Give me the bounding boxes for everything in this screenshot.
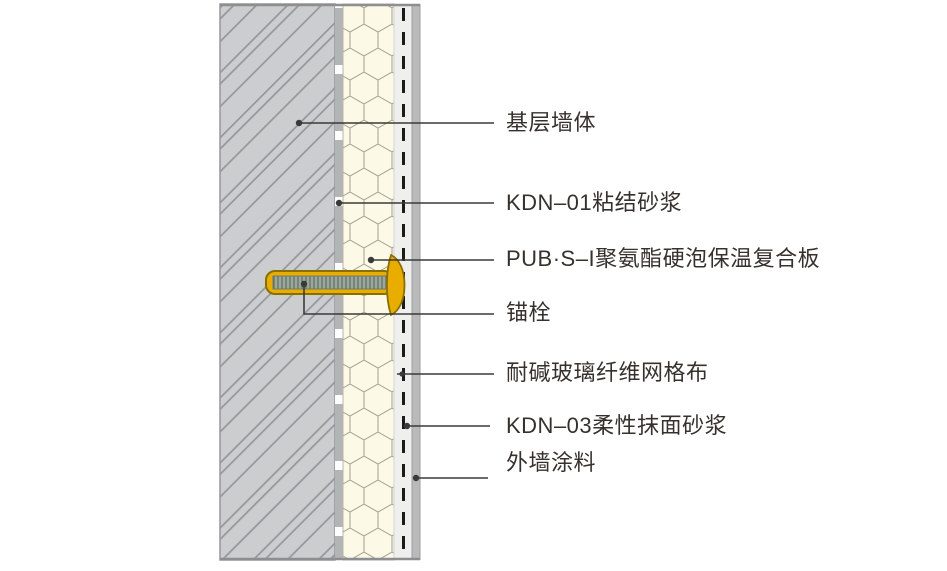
label-base-wall: 基层墙体 [506, 110, 597, 135]
leader-dot-finish-mortar [403, 422, 411, 430]
label-exterior-paint: 外墙涂料 [506, 450, 597, 475]
exterior-paint-edges [411, 4, 421, 560]
leader-dot-adhesive-mortar [335, 199, 343, 207]
label-adhesive-mortar: KDN–01粘结砂浆 [506, 190, 683, 215]
anchor-rod [272, 275, 392, 290]
leader-anchor-bolt [303, 284, 494, 315]
leader-dot-exterior-paint [412, 474, 420, 482]
label-fiberglass-mesh: 耐碱玻璃纤维网格布 [506, 360, 709, 385]
label-finish-mortar: KDN–03柔性抹面砂浆 [506, 413, 728, 438]
label-anchor-bolt: 锚栓 [506, 300, 552, 325]
label-insulation-board: PUB·S–I聚氨酯硬泡保温复合板 [506, 246, 821, 271]
leader-dot-anchor-bolt [300, 280, 308, 288]
exterior-paint-layer [412, 4, 420, 560]
leader-dot-base-wall [295, 119, 303, 127]
anchor-head [385, 253, 406, 317]
leader-dots [295, 119, 420, 482]
leader-lines [299, 122, 494, 479]
leader-dot-insulation-board [367, 256, 375, 264]
leader-dot-fiberglass-mesh [399, 371, 405, 377]
anchor-bolt [265, 253, 406, 317]
